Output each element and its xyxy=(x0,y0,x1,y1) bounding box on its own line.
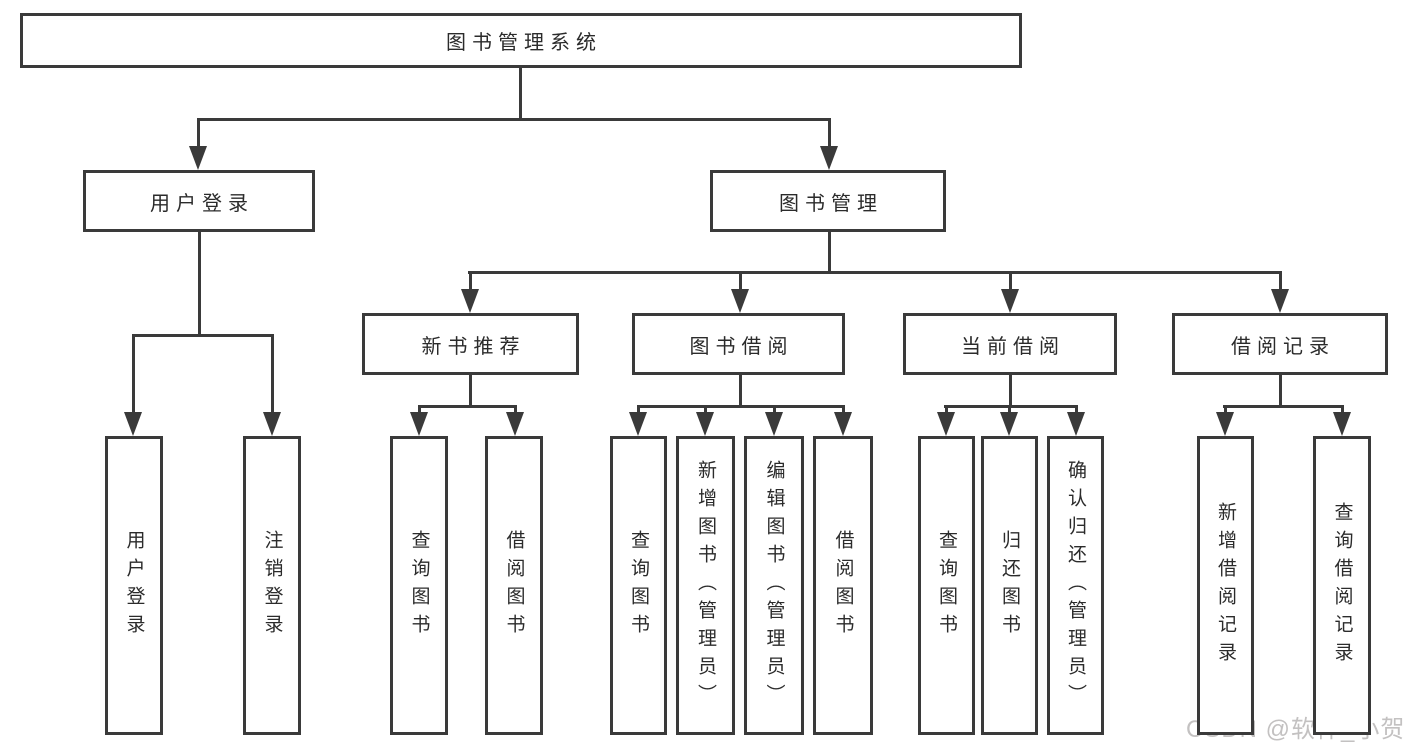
arrowhead-down-icon xyxy=(629,412,647,436)
leaf-logout: 注销登录 xyxy=(243,436,301,735)
connector-vline xyxy=(738,373,742,408)
connector-vline xyxy=(1223,405,1227,414)
node-borrow-records-label: 借阅记录 xyxy=(1231,335,1335,358)
leaf-nb-query-book: 查询图书 xyxy=(390,436,448,735)
leaf-user-login-label: 用户登录 xyxy=(123,529,145,642)
leaf-nb-query-book-label: 查询图书 xyxy=(408,529,430,642)
arrowhead-down-icon xyxy=(461,289,479,313)
connector-hline xyxy=(132,333,274,337)
leaf-bb-borrow-book-label: 借阅图书 xyxy=(832,529,854,642)
arrowhead-down-icon xyxy=(410,412,428,436)
node-new-book-recommend-label: 新书推荐 xyxy=(421,335,526,358)
leaf-nb-borrow-book-label: 借阅图书 xyxy=(503,529,525,642)
connector-vline xyxy=(270,335,274,414)
leaf-nb-borrow-book: 借阅图书 xyxy=(485,436,543,735)
connector-vline xyxy=(1074,405,1078,414)
leaf-bb-borrow-book: 借阅图书 xyxy=(813,436,873,735)
connector-hline xyxy=(637,404,845,408)
arrowhead-down-icon xyxy=(124,412,142,436)
connector-vline xyxy=(468,373,472,408)
node-root-library-system-label: 图书管理系统 xyxy=(446,32,602,54)
leaf-cb-confirm-return-admin: 确认归还（管理员） xyxy=(1047,436,1104,735)
connector-hline xyxy=(418,404,516,408)
node-user-login-label: 用户登录 xyxy=(150,192,254,215)
arrowhead-down-icon xyxy=(1216,412,1234,436)
arrowhead-down-icon xyxy=(765,412,783,436)
leaf-cb-query-book-label: 查询图书 xyxy=(936,529,957,642)
connector-vline xyxy=(131,335,135,414)
arrowhead-down-icon xyxy=(1001,289,1019,313)
leaf-cb-return-book: 归还图书 xyxy=(981,436,1038,735)
leaf-br-query-record: 查询借阅记录 xyxy=(1313,436,1371,735)
arrowhead-down-icon xyxy=(731,289,749,313)
arrowhead-down-icon xyxy=(1067,412,1085,436)
leaf-cb-return-book-label: 归还图书 xyxy=(999,529,1020,642)
leaf-bb-edit-book-admin: 编辑图书（管理员） xyxy=(744,436,804,735)
node-current-borrowing-label: 当前借阅 xyxy=(961,335,1065,358)
connector-vline xyxy=(1008,373,1012,408)
arrowhead-down-icon xyxy=(834,412,852,436)
leaf-cb-confirm-return-admin-label: 确认归还（管理员） xyxy=(1065,459,1086,712)
leaf-cb-query-book: 查询图书 xyxy=(918,436,975,735)
leaf-bb-add-book-admin-label: 新增图书（管理员） xyxy=(695,459,716,712)
node-new-book-recommend: 新书推荐 xyxy=(362,313,579,375)
arrowhead-down-icon xyxy=(1271,289,1289,313)
arrowhead-down-icon xyxy=(189,146,207,170)
connector-hline xyxy=(944,404,1078,408)
connector-vline xyxy=(518,66,522,121)
node-user-login: 用户登录 xyxy=(83,170,315,232)
connector-vline xyxy=(417,405,421,414)
connector-vline xyxy=(1278,272,1282,292)
arrowhead-down-icon xyxy=(1333,412,1351,436)
connector-vline xyxy=(827,119,831,152)
leaf-bb-query-book: 查询图书 xyxy=(610,436,667,735)
connector-vline xyxy=(196,119,200,152)
connector-hline xyxy=(468,270,1282,274)
leaf-bb-add-book-admin: 新增图书（管理员） xyxy=(676,436,735,735)
node-root-library-system: 图书管理系统 xyxy=(20,13,1022,68)
connector-vline xyxy=(841,405,845,414)
connector-vline xyxy=(1278,373,1282,408)
leaf-br-query-record-label: 查询借阅记录 xyxy=(1331,501,1353,670)
arrowhead-down-icon xyxy=(506,412,524,436)
node-book-management-label: 图书管理 xyxy=(779,192,883,215)
leaf-br-add-record-label: 新增借阅记录 xyxy=(1215,501,1236,670)
node-book-borrowing-label: 图书借阅 xyxy=(689,335,794,358)
connector-vline xyxy=(1008,272,1012,292)
leaf-br-add-record: 新增借阅记录 xyxy=(1197,436,1254,735)
node-book-borrowing: 图书借阅 xyxy=(632,313,845,375)
connector-vline xyxy=(738,272,742,292)
leaf-bb-edit-book-admin-label: 编辑图书（管理员） xyxy=(763,459,785,712)
node-borrow-records: 借阅记录 xyxy=(1172,313,1388,375)
arrowhead-down-icon xyxy=(937,412,955,436)
leaf-bb-query-book-label: 查询图书 xyxy=(628,529,649,642)
leaf-logout-label: 注销登录 xyxy=(261,529,283,642)
connector-vline xyxy=(513,405,517,414)
node-book-management: 图书管理 xyxy=(710,170,946,232)
arrowhead-down-icon xyxy=(820,146,838,170)
connector-vline xyxy=(1007,405,1011,414)
leaf-user-login: 用户登录 xyxy=(105,436,163,735)
connector-vline xyxy=(197,230,201,337)
connector-vline xyxy=(772,405,776,414)
connector-vline xyxy=(944,405,948,414)
connector-vline xyxy=(827,230,831,274)
arrowhead-down-icon xyxy=(263,412,281,436)
connector-vline xyxy=(703,405,707,414)
node-current-borrowing: 当前借阅 xyxy=(903,313,1117,375)
connector-hline xyxy=(197,117,831,121)
connector-vline xyxy=(636,405,640,414)
connector-hline xyxy=(1223,404,1344,408)
arrowhead-down-icon xyxy=(1000,412,1018,436)
arrowhead-down-icon xyxy=(696,412,714,436)
connector-vline xyxy=(468,272,472,292)
connector-vline xyxy=(1340,405,1344,414)
